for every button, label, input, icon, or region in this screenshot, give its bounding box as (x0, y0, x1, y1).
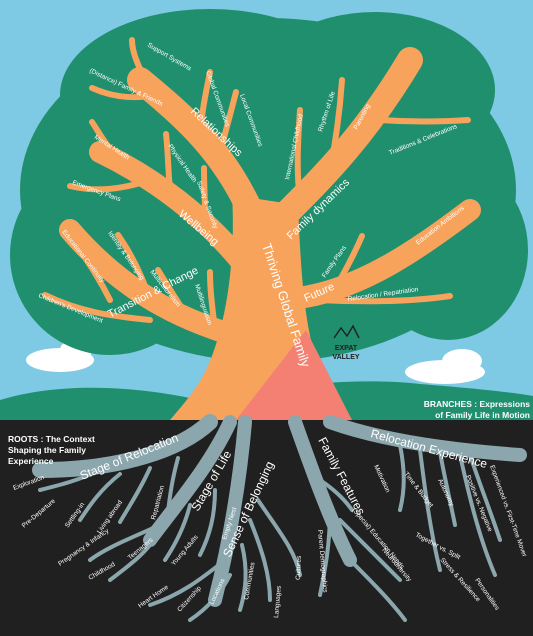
tree-roots (32, 414, 527, 622)
root-item: Cultures (295, 555, 303, 580)
ground-background (0, 420, 533, 636)
roots-note: ROOTS : The Context Shaping the Family E… (8, 434, 95, 466)
logo-text-expat: EXPAT (335, 345, 358, 352)
root-item: Languages (273, 585, 283, 618)
branches-note: BRANCHES : Expressions of Family Life in… (423, 399, 530, 420)
expat-valley-logo: EXPAT VALLEY (332, 324, 360, 361)
tree-branches (42, 37, 481, 351)
logo-text-valley: VALLEY (332, 354, 359, 361)
coral-triangle (236, 330, 352, 420)
